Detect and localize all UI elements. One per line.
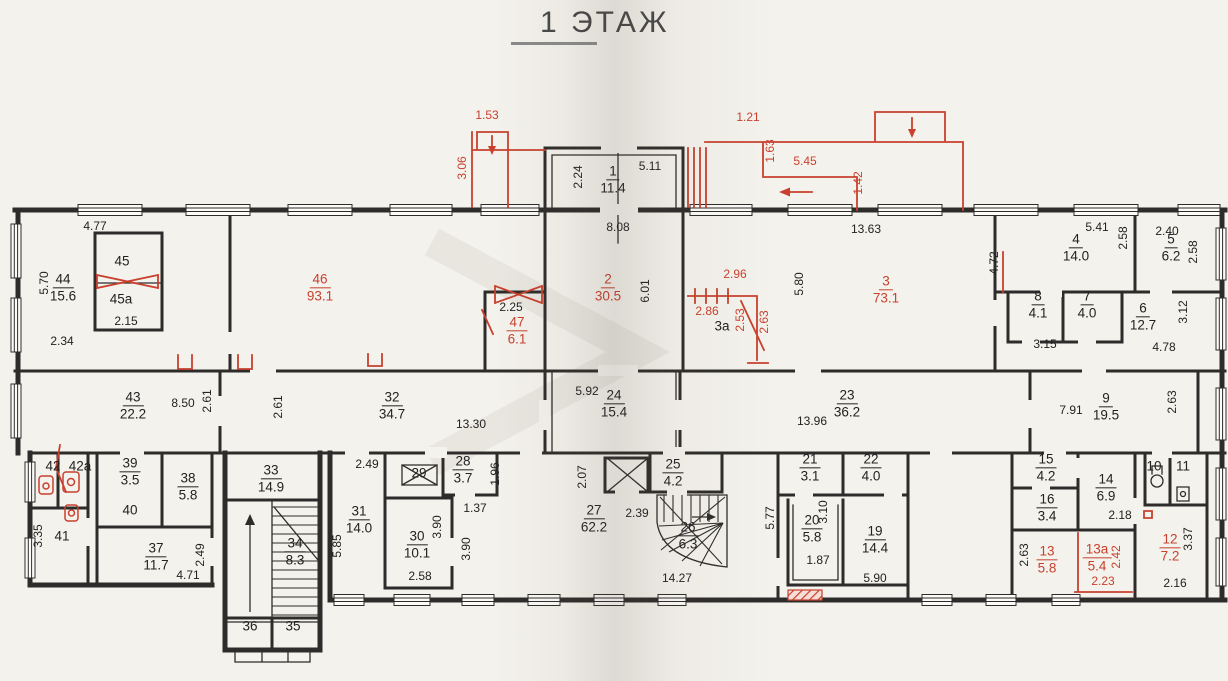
page-title: 1 ЭТАЖ [540, 6, 670, 39]
title-underline [511, 42, 597, 45]
canopy-left [471, 131, 546, 208]
toilet-icon-red [38, 471, 80, 522]
toilet-icon [1150, 474, 1187, 498]
windows-and-stairs-layer [10, 142, 1227, 616]
arrow-icons [488, 129, 916, 197]
hatched-opening [787, 589, 823, 601]
demolition-marks [55, 251, 1153, 593]
canopy-right [687, 111, 964, 211]
red-annotations-layer [38, 111, 1153, 601]
scan-watermark [424, 228, 670, 476]
walls-layer [12, 146, 1228, 663]
